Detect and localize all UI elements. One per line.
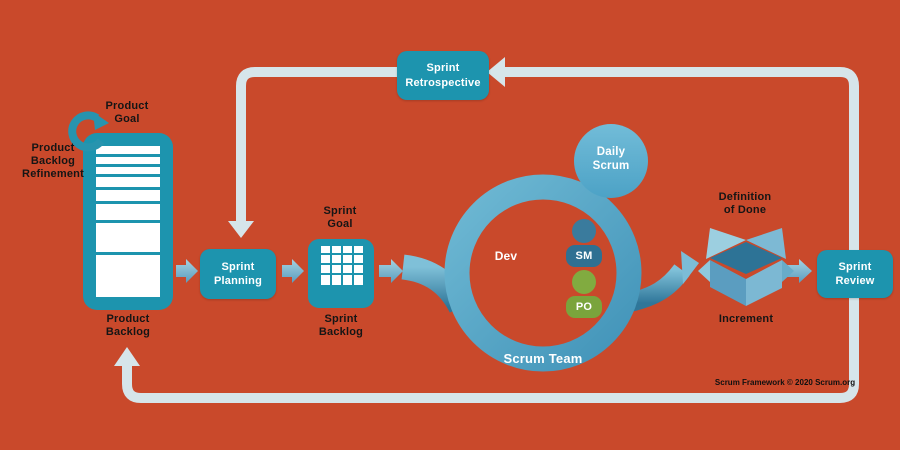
flow-arrow-planning-to-sprintbacklog xyxy=(282,259,304,283)
increment-label: Increment xyxy=(718,313,774,325)
flow-arrow-increment-to-review xyxy=(786,259,812,283)
daily-scrum-label: Daily Scrum xyxy=(592,146,630,172)
backlog-return-arrowhead-icon xyxy=(114,347,140,366)
refinement-refresh-icon xyxy=(68,111,109,152)
retrospective-loop-arrow xyxy=(236,67,859,253)
sprint-planning-node: Sprint Planning xyxy=(200,249,276,299)
scrum-master-icon xyxy=(566,219,602,267)
sprint-review-node: Sprint Review xyxy=(817,250,893,298)
swoosh-arrowhead-icon xyxy=(681,251,699,284)
product-owner-label: PO xyxy=(575,301,593,313)
product-backlog-label: Product Backlog xyxy=(105,313,151,338)
definition-of-done-label: Definition of Done xyxy=(718,191,772,216)
planning-arrowhead-icon xyxy=(228,221,254,238)
dev-label: Dev xyxy=(494,249,518,263)
sprint-goal-label: Sprint Goal xyxy=(323,205,357,230)
product-goal-label: Product Goal xyxy=(105,100,149,125)
scrum-team-ring xyxy=(444,174,642,372)
increment-box-icon xyxy=(698,228,794,306)
flow-arrow-backlog-to-planning xyxy=(176,259,198,283)
backlog-return-loop-arrow xyxy=(122,294,859,403)
retrospective-arrowhead-icon xyxy=(487,57,505,87)
daily-scrum-circle xyxy=(574,124,648,198)
sprint-backlog-label: Sprint Backlog xyxy=(318,313,364,338)
scrum-team-label: Scrum Team xyxy=(503,351,583,366)
copyright-text: Scrum Framework © 2020 Scrum.org xyxy=(714,378,856,387)
scrum-master-label: SM xyxy=(575,250,593,262)
flow-arrow-sprintbacklog-to-sprint xyxy=(379,259,403,283)
product-backlog-refinement-label: Product Backlog Refinement xyxy=(22,142,84,180)
sprint-backlog-icon xyxy=(308,239,374,308)
sprint-retrospective-node: Sprint Retrospective xyxy=(397,51,489,100)
product-owner-icon xyxy=(566,270,602,318)
product-backlog-icon xyxy=(83,133,173,310)
